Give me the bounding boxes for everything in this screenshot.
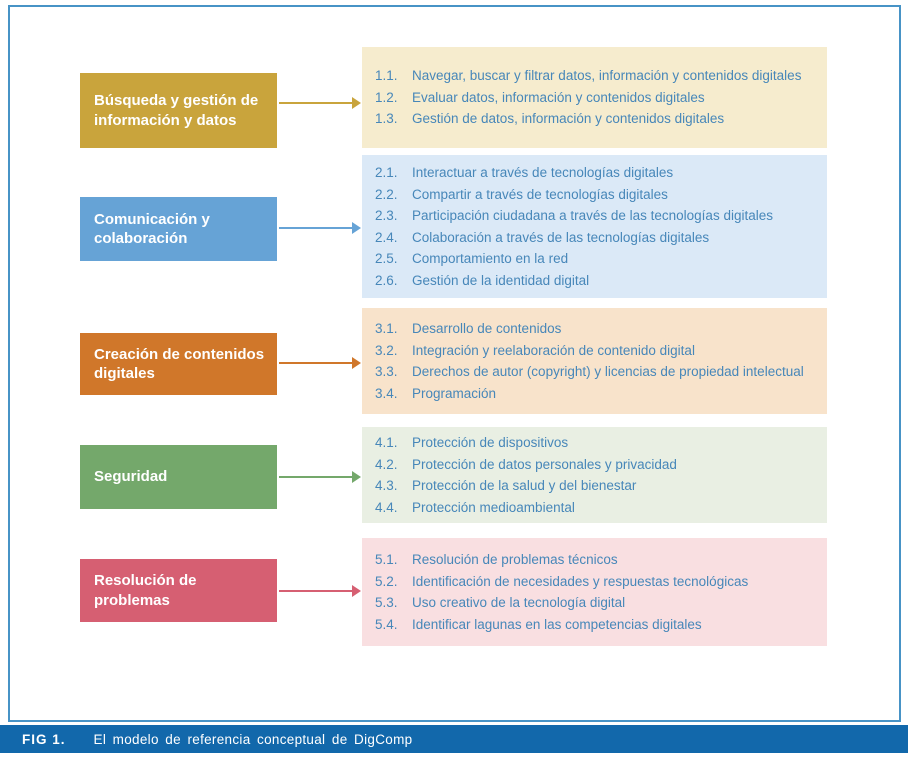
competence-item-text: Evaluar datos, información y contenidos … [412,89,705,105]
category-box: Resolución de problemas [80,559,277,622]
competence-item-text: Gestión de datos, información y contenid… [412,111,725,127]
category-box: Búsqueda y gestión de información y dato… [80,73,277,148]
category-box: Seguridad [80,445,277,509]
competence-item: 5.1. Resolución de problemas técnicos [375,549,815,571]
competence-panel: 3.1. Desarrollo de contenidos 3.2. Integrac… [362,308,827,414]
competence-panel: 4.1. Protección de dispositivos 4.2. Protec… [362,427,827,523]
competence-item-text: Identificación de necesidades y respuest… [412,573,749,589]
figure-caption-bar: FIG 1. El modelo de referencia conceptua… [0,725,908,753]
competence-item-number: 2.5. [375,251,398,266]
competence-item-number: 2.1. [375,165,398,180]
competence-item: 1.3. Gestión de datos, información y cont… [375,108,815,130]
flow-arrow [279,357,361,369]
competence-item-text: Identificar lagunas en las competencias … [412,616,702,632]
competence-item-text: Interactuar a través de tecnologías digi… [412,165,674,180]
competence-item: 2.6. Gestión de la identidad digital [375,270,815,292]
competence-item-number: 3.3. [375,364,398,379]
category-label: Seguridad [94,468,168,486]
competence-item: 4.3. Protección de la salud y del bienest… [375,475,815,497]
competence-item-number: 5.1. [375,552,398,567]
competence-item: 4.1. Protección de dispositivos [375,432,815,454]
competence-item-number: 2.4. [375,229,398,245]
competence-item-number: 4.2. [375,456,398,472]
competence-item-text: Gestión de la identidad digital [412,272,590,288]
flow-arrow [279,471,361,483]
competence-item: 1.1. Navegar, buscar y filtrar datos, inf… [375,65,815,87]
competence-item-text: Navegar, buscar y filtrar datos, informa… [412,68,802,84]
competence-item: 5.4. Identificar lagunas en las competenc… [375,614,815,636]
competence-item: 3.4. Programación [375,383,815,405]
competence-item: 2.4. Colaboración a través de las tecnolo… [375,227,815,249]
competence-item-number: 2.6. [375,272,398,288]
competence-item: 4.2. Protección de datos personales y pri… [375,454,815,476]
flow-arrow [279,585,361,597]
competence-item-text: Compartir a través de tecnologías digita… [412,186,668,202]
competence-item-number: 2.3. [375,208,398,223]
competence-item-text: Uso creativo de la tecnología digital [412,595,626,610]
competence-item-text: Participación ciudadana a través de las … [412,208,773,223]
competence-item-text: Colaboración a través de las tecnologías… [412,229,710,245]
category-label: Creación de contenidos digitales [94,345,265,382]
competence-item: 2.5. Comportamiento en la red [375,248,815,270]
competence-item-number: 1.3. [375,111,398,127]
competence-item-text: Desarrollo de contenidos [412,321,562,336]
competence-item-number: 5.4. [375,616,398,632]
competence-item: 2.2. Compartir a través de tecnologías di… [375,184,815,206]
figure-number-label: FIG 1. [22,731,66,747]
competence-item-text: Integración y reelaboración de contenido… [412,342,695,358]
competence-item-number: 1.1. [375,68,398,84]
flow-arrow [279,97,361,109]
competence-item-number: 4.3. [375,478,398,493]
competence-item: 2.1. Interactuar a través de tecnologías … [375,162,815,184]
competence-item-number: 4.1. [375,435,398,450]
competence-item-number: 5.2. [375,573,398,589]
competence-item-text: Protección de la salud y del bienestar [412,478,637,493]
competence-item-number: 3.1. [375,321,398,336]
competence-panel: 5.1. Resolución de problemas técnicos 5.2.… [362,538,827,646]
category-box: Creación de contenidos digitales [80,333,277,395]
competence-item-number: 3.2. [375,342,398,358]
competence-item: 3.3. Derechos de autor (copyright) y lice… [375,361,815,383]
competence-item-text: Protección de dispositivos [412,435,569,450]
category-label: Comunicación y colaboración [94,210,210,247]
competence-item: 1.2. Evaluar datos, información y conteni… [375,87,815,109]
competence-panel: 2.1. Interactuar a través de tecnologías … [362,155,827,298]
competence-item: 5.3. Uso creativo de la tecnología digita… [375,592,815,614]
competence-item-text: Resolución de problemas técnicos [412,552,618,567]
competence-item: 3.1. Desarrollo de contenidos [375,318,815,340]
figure-caption-text: El modelo de referencia conceptual de Di… [93,731,413,747]
competence-item-number: 1.2. [375,89,398,105]
competence-item-number: 5.3. [375,595,398,610]
competence-item: 5.2. Identificación de necesidades y resp… [375,571,815,593]
competence-item-text: Protección medioambiental [412,499,575,515]
category-box: Comunicación y colaboración [80,197,277,261]
competence-item: 2.3. Participación ciudadana a través de … [375,205,815,227]
competence-item: 3.2. Integración y reelaboración de conte… [375,340,815,362]
competence-item: 4.4. Protección medioambiental [375,497,815,519]
competence-item-text: Programación [412,385,497,401]
category-label: Resolución de problemas [94,572,197,609]
category-label: Búsqueda y gestión de información y dato… [94,92,259,129]
competence-item-text: Comportamiento en la red [412,251,569,266]
competence-item-number: 4.4. [375,499,398,515]
competence-item-number: 3.4. [375,385,398,401]
competence-item-text: Protección de datos personales y privaci… [412,456,677,472]
flow-arrow [279,222,361,234]
competence-item-number: 2.2. [375,186,398,202]
competence-item-text: Derechos de autor (copyright) y licencia… [412,364,804,379]
competence-panel: 1.1. Navegar, buscar y filtrar datos, inf… [362,47,827,148]
